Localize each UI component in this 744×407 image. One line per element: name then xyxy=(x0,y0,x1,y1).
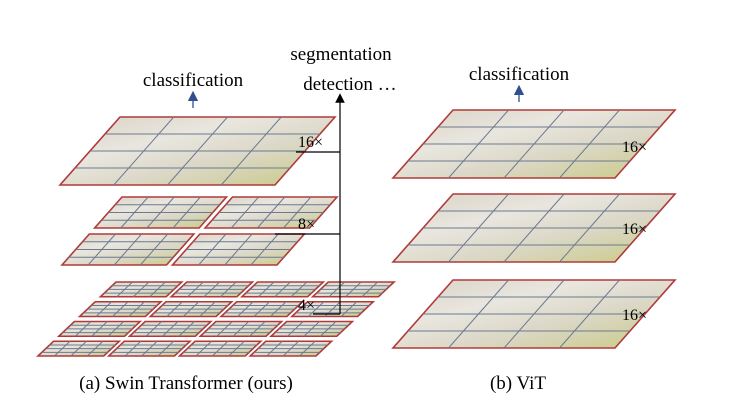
swin-connector-lines xyxy=(275,93,345,315)
swin-4x-feature-map xyxy=(35,281,397,357)
vit-caption: (b) ViT xyxy=(490,373,546,394)
vit-top-feature-map xyxy=(391,109,677,179)
vit-middle-feature-map xyxy=(391,193,677,263)
swin-caption: (a) Swin Transformer (ours) xyxy=(79,373,293,394)
vit-scale-top: 16× xyxy=(622,139,647,156)
vit-classification-label: classification xyxy=(469,64,570,85)
tasks-label-line1: segmentation xyxy=(290,44,392,65)
swin-16x-feature-map xyxy=(58,116,337,186)
swin-scale-4x: 4× xyxy=(298,297,315,314)
swin-classification-label: classification xyxy=(143,70,244,91)
vit-bottom-feature-map xyxy=(391,279,677,349)
vit-scale-bottom: 16× xyxy=(622,307,647,324)
vit-scale-middle: 16× xyxy=(622,221,647,238)
swin-scale-16x: 16× xyxy=(298,134,323,151)
tasks-label-line2: detection … xyxy=(303,74,396,95)
swin-scale-8x: 8× xyxy=(298,216,315,233)
swin-8x-feature-map xyxy=(60,196,339,266)
